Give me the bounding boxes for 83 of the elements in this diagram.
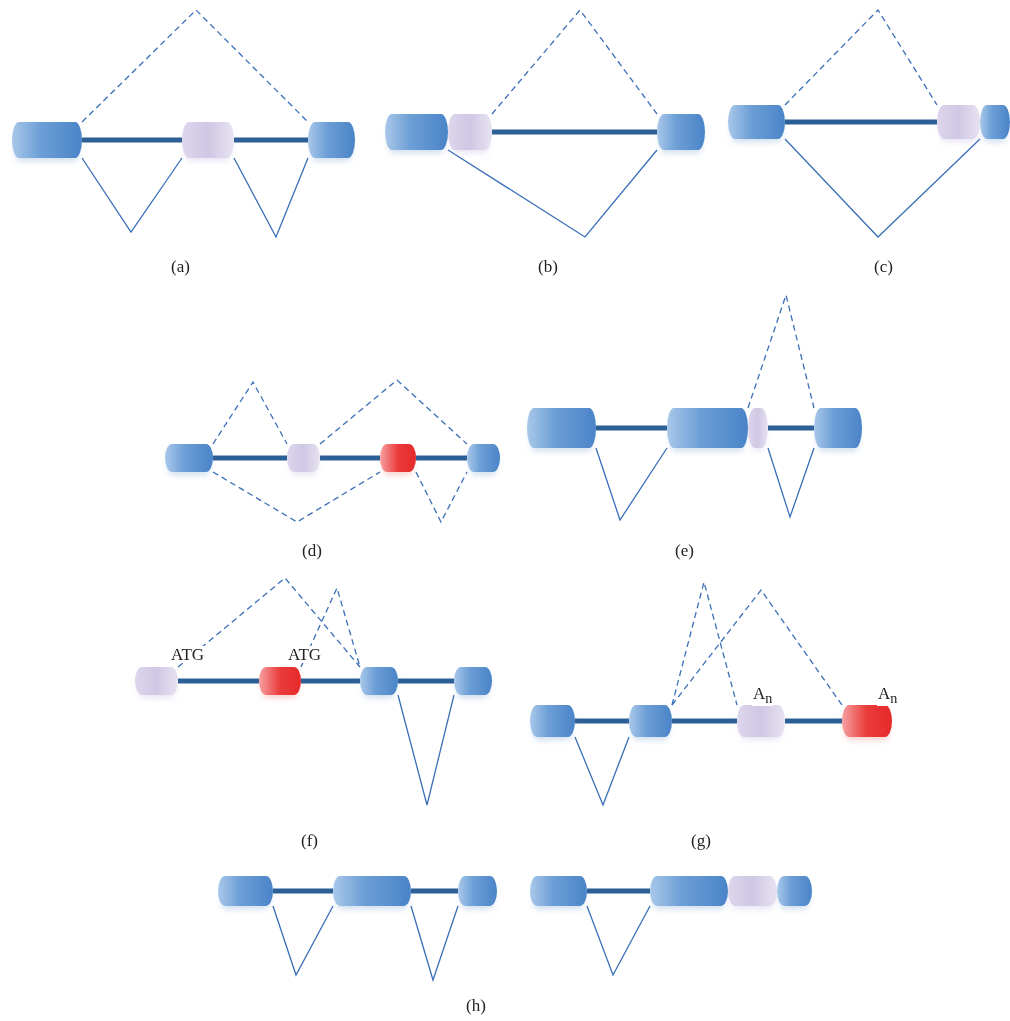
- site-label: ATG: [170, 646, 206, 663]
- intron-line: [492, 129, 657, 135]
- intron-line: [416, 455, 467, 461]
- exon-cylinder: [737, 705, 785, 737]
- splice-line: [415, 471, 468, 524]
- exon-cylinder: [333, 876, 411, 906]
- panel-label: (b): [538, 258, 558, 275]
- exon-cylinder: [937, 105, 980, 139]
- exon-cylinder: [667, 408, 748, 448]
- intron-line: [320, 455, 380, 461]
- splice-line: [586, 905, 651, 977]
- exon-cylinder: [218, 876, 273, 906]
- intron-line: [768, 425, 814, 431]
- intron-line: [587, 888, 650, 894]
- exon-cylinder: [530, 876, 587, 906]
- exon-cylinder: [287, 444, 320, 472]
- intron-line: [785, 119, 937, 125]
- exon-cylinder: [777, 876, 812, 906]
- panel-label: (f): [301, 832, 318, 849]
- splice-line: [81, 157, 183, 234]
- splice-line: [212, 471, 381, 523]
- exon-cylinder: [182, 122, 234, 158]
- splice-line: [671, 588, 843, 706]
- exon-cylinder: [842, 705, 892, 737]
- intron-line: [178, 678, 259, 684]
- splice-line: [410, 905, 459, 983]
- exon-cylinder: [135, 667, 178, 695]
- intron-line: [596, 425, 667, 431]
- splice-line: [595, 447, 668, 522]
- panel-label: (h): [466, 997, 486, 1014]
- exon-cylinder: [308, 122, 355, 158]
- exon-cylinder: [814, 408, 862, 448]
- site-label: A$_{n}$: [877, 685, 899, 706]
- splice-line: [81, 9, 309, 123]
- splice-line: [784, 8, 938, 106]
- exon-cylinder: [385, 114, 448, 150]
- exon-cylinder: [454, 667, 492, 695]
- exon-cylinder: [259, 667, 301, 695]
- exon-cylinder: [629, 705, 672, 737]
- panel-label: (d): [302, 542, 322, 559]
- splice-line: [397, 694, 455, 806]
- exon-cylinder: [380, 444, 416, 472]
- exon-cylinder: [12, 122, 82, 158]
- exon-cylinder: [748, 408, 768, 448]
- exon-cylinder: [165, 444, 213, 472]
- intron-line: [82, 137, 182, 143]
- intron-line: [411, 888, 458, 894]
- intron-line: [301, 678, 360, 684]
- exon-cylinder: [527, 408, 596, 448]
- intron-line: [398, 678, 454, 684]
- exon-cylinder: [530, 705, 575, 737]
- exon-cylinder: [467, 444, 500, 472]
- splice-line: [491, 8, 658, 115]
- exon-cylinder: [458, 876, 497, 906]
- exon-cylinder: [360, 667, 398, 695]
- panel-label: (c): [874, 258, 893, 275]
- splice-line: [300, 586, 361, 668]
- splice-line: [177, 577, 361, 668]
- intron-line: [575, 718, 629, 724]
- panel-label: (e): [675, 542, 694, 559]
- exon-cylinder: [728, 876, 777, 906]
- exon-cylinder: [448, 114, 492, 150]
- splice-line: [784, 138, 981, 238]
- splice-line: [233, 157, 309, 239]
- exon-cylinder: [657, 114, 705, 150]
- intron-line: [785, 718, 842, 724]
- exon-cylinder: [728, 105, 785, 139]
- panel-label: (a): [171, 258, 190, 275]
- splice-line: [319, 379, 468, 445]
- intron-line: [234, 137, 308, 143]
- site-label: ATG: [287, 646, 323, 663]
- exon-cylinder: [650, 876, 728, 906]
- exon-cylinder: [980, 105, 1010, 139]
- intron-line: [213, 455, 287, 461]
- intron-line: [672, 718, 737, 724]
- splice-line: [272, 905, 334, 977]
- intron-line: [273, 888, 333, 894]
- splice-line: [767, 447, 815, 520]
- splice-line: [447, 149, 658, 238]
- panel-label: (g): [691, 832, 711, 849]
- site-label: A$_{n}$: [752, 685, 774, 706]
- splice-line: [574, 736, 630, 807]
- splice-line: [212, 380, 288, 445]
